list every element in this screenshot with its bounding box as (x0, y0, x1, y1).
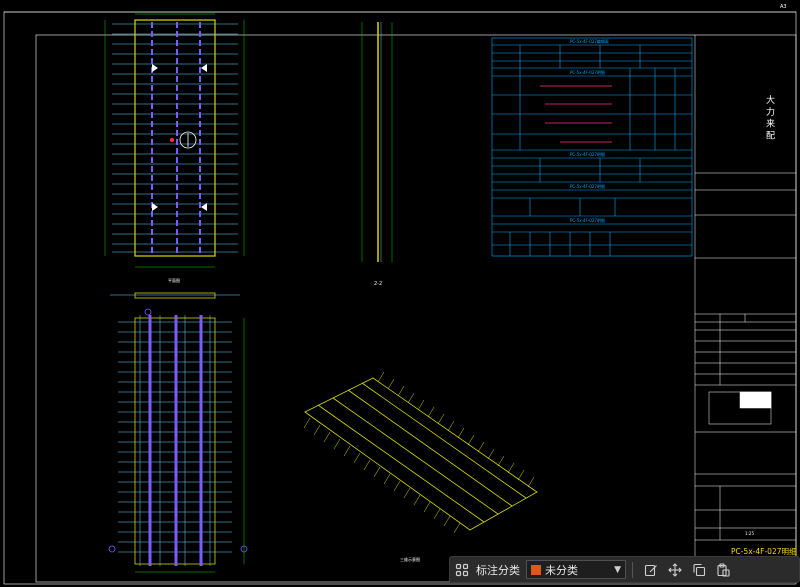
scale-text: 1:25 (745, 531, 754, 536)
top-panel-plan (104, 13, 245, 268)
title-block-tag: 大 力 来 配 (764, 94, 775, 141)
bottom-rebar-plan (108, 308, 248, 573)
title-block-code: PC-5x-4F-027明细 (731, 546, 797, 556)
sheet-inner-frame (35, 34, 797, 583)
section-label: 2-2 (374, 281, 382, 287)
isometric-view (303, 371, 538, 534)
section-view (361, 22, 393, 262)
plan-label: 平面图 (168, 277, 180, 283)
toolbar-divider (632, 561, 633, 578)
svg-text:PC-5x-4F-027明细: PC-5x-4F-027明细 (570, 183, 605, 189)
schedule-table (491, 37, 693, 257)
move-icon[interactable] (667, 562, 683, 578)
sheet-size-label: A3 (780, 4, 787, 10)
edit-icon[interactable] (643, 562, 659, 578)
annotation-toolbar: 标注分类 未分类 ▼ (449, 556, 800, 583)
category-select[interactable]: 未分类 ▼ (526, 560, 626, 579)
svg-text:PC-5x-4F-027编辑表: PC-5x-4F-027编辑表 (570, 38, 609, 44)
category-color-swatch (531, 564, 541, 575)
svg-text:PC-5x-4F-027明细: PC-5x-4F-027明细 (570, 217, 605, 223)
copy-icon[interactable] (691, 562, 707, 578)
svg-text:PC-5x-4F-027明细: PC-5x-4F-027明细 (570, 69, 605, 75)
category-select-value: 未分类 (545, 563, 578, 577)
chevron-down-icon: ▼ (614, 564, 621, 575)
title-block (694, 35, 796, 582)
rebar-shape-sketches (540, 85, 612, 143)
sheet-outer-frame (3, 11, 797, 585)
paste-icon[interactable] (715, 562, 731, 578)
grid-icon[interactable] (454, 562, 470, 578)
side-elevation (110, 292, 240, 299)
svg-text:PC-5x-4F-027明细: PC-5x-4F-027明细 (570, 151, 605, 157)
schedule-table-text: PC-5x-4F-027编辑表 PC-5x-4F-027明细 PC-5x-4F-… (570, 38, 609, 223)
isometric-label: 三维示意图 (400, 556, 420, 562)
annotation-category-label: 标注分类 (476, 563, 520, 577)
